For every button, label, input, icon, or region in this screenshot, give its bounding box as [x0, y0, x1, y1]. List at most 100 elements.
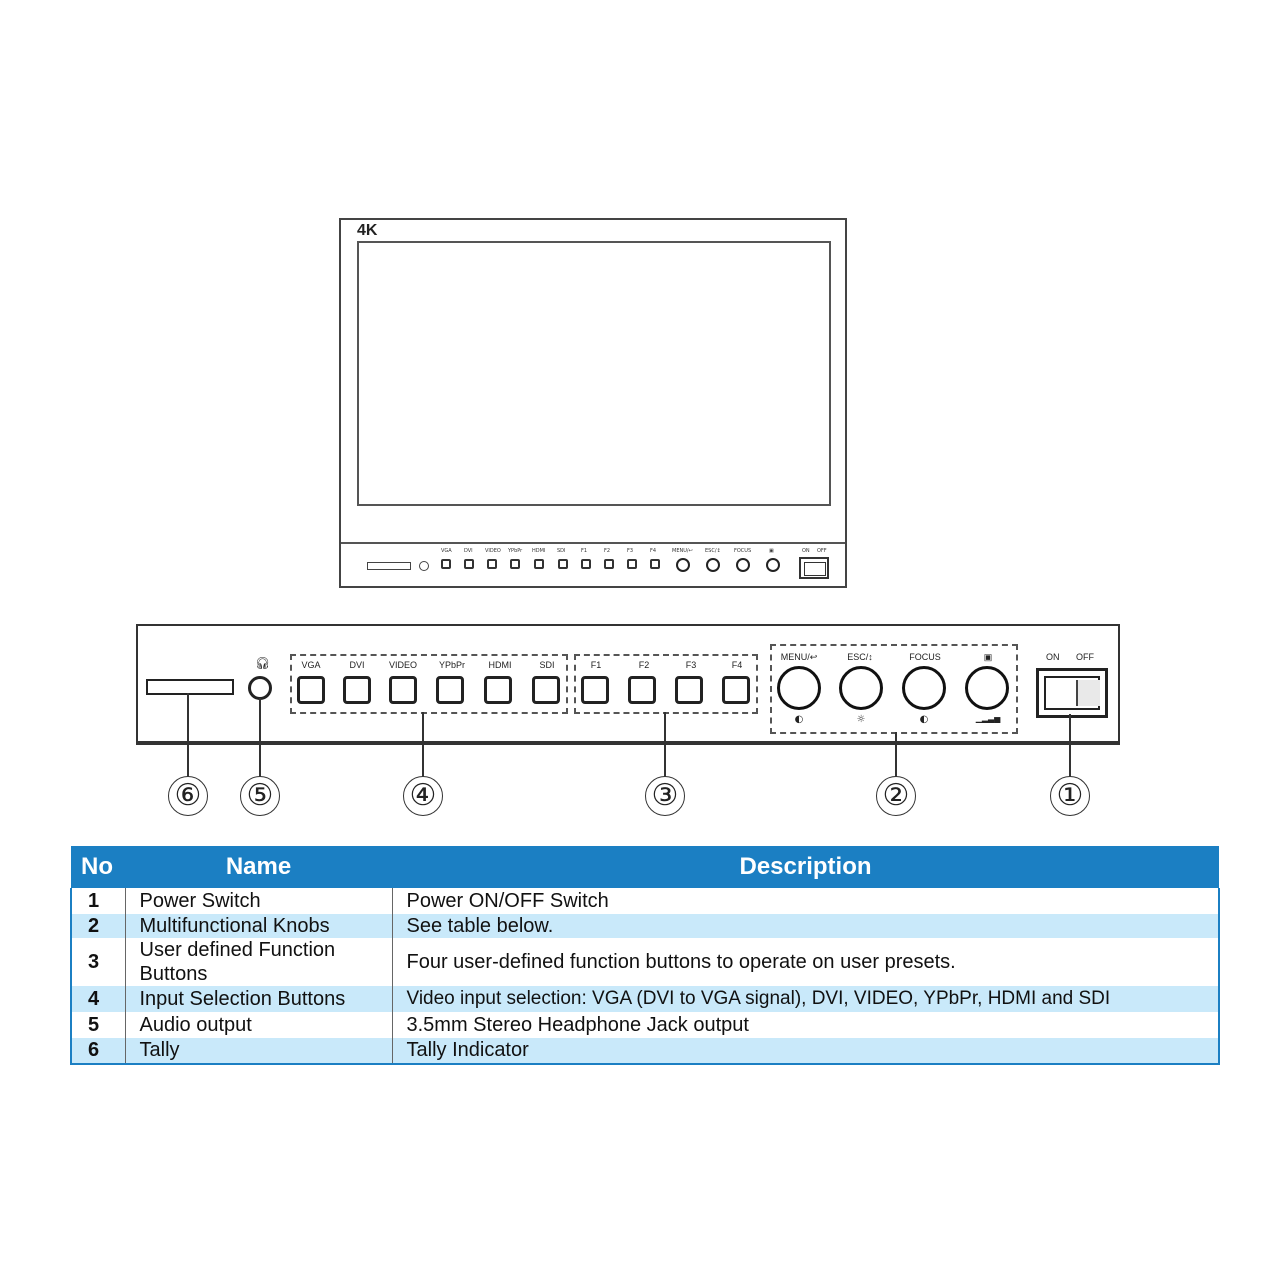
header-description: Description	[392, 846, 1219, 888]
monitor-screen	[357, 241, 831, 506]
leader-line-2	[895, 732, 897, 777]
mini-button	[534, 559, 544, 569]
switch-on-label: ON	[1046, 652, 1060, 662]
monitor-brand-label: 4K	[357, 222, 378, 239]
header-no: No	[71, 846, 125, 888]
input-button-label: VGA	[301, 660, 321, 670]
function-buttons-group	[574, 654, 758, 714]
function-button-label: F1	[590, 660, 602, 670]
knob-label: ESC/↕	[847, 652, 873, 662]
esc-knob	[839, 666, 883, 710]
mini-knob	[736, 558, 750, 572]
mini-button	[464, 559, 474, 569]
input-button-label: SDI	[539, 660, 555, 670]
row-no: 6	[71, 1038, 125, 1064]
row-description: Tally Indicator	[391, 1038, 1219, 1064]
mini-switch-off-label: OFF	[817, 548, 827, 554]
leader-line-3	[664, 712, 666, 777]
mini-button	[627, 559, 637, 569]
mini-knob-label: MENU/↩	[672, 548, 693, 554]
leader-line-4	[422, 712, 424, 777]
row-name: User defined Function Buttons	[124, 938, 392, 986]
input-button-sdi	[532, 676, 560, 704]
function-button-label: F2	[638, 660, 650, 670]
input-buttons-group	[290, 654, 568, 714]
function-button-f3	[675, 676, 703, 704]
row-description: See table below.	[391, 914, 1219, 938]
mini-power-switch	[799, 557, 829, 579]
input-button-label: VIDEO	[388, 660, 417, 670]
row-description: 3.5mm Stereo Headphone Jack output	[391, 1012, 1219, 1038]
monitor-front-view: 4K VGA DVI VIDEO YPbPr HDMI SDI F1 F2 F3…	[339, 218, 847, 588]
row-description: Video input selection: VGA (DVI to VGA s…	[391, 986, 1219, 1012]
tally-indicator	[146, 679, 234, 695]
input-button-label: YPbPr	[438, 660, 465, 670]
knob-label: ▣	[983, 652, 993, 662]
callout-4: ④	[403, 776, 443, 816]
input-button-vga	[297, 676, 325, 704]
mini-label: F2	[604, 548, 611, 554]
mini-button	[581, 559, 591, 569]
row-no: 3	[71, 938, 125, 986]
mini-button	[441, 559, 451, 569]
sun-icon: ☼	[856, 714, 866, 725]
mini-headphone-jack	[419, 561, 429, 571]
focus-knob	[902, 666, 946, 710]
control-panel-diagram: 🎧︎ VGA DVI VIDEO YPbPr HDMI SDI F1 F2 F3…	[136, 624, 1120, 745]
monitor-mini-control-strip: VGA DVI VIDEO YPbPr HDMI SDI F1 F2 F3 F4…	[341, 548, 845, 588]
row-name: Audio output	[124, 1012, 392, 1038]
menu-knob	[777, 666, 821, 710]
header-name: Name	[125, 846, 392, 888]
component-table: No Name Description 1 Power Switch Power…	[70, 846, 1220, 1065]
callout-3: ③	[645, 776, 685, 816]
table-row: 5 Audio output 3.5mm Stereo Headphone Ja…	[71, 1012, 1219, 1038]
table-row: 6 Tally Tally Indicator	[71, 1038, 1219, 1064]
mini-button	[558, 559, 568, 569]
row-name: Input Selection Buttons	[124, 986, 392, 1012]
callout-5: ⑤	[240, 776, 280, 816]
input-button-label: HDMI	[488, 660, 512, 670]
mini-button	[510, 559, 520, 569]
monitor-divider	[341, 542, 845, 544]
callout-2: ②	[876, 776, 916, 816]
mini-label: F3	[627, 548, 634, 554]
function-button-f4	[722, 676, 750, 704]
input-button-video	[389, 676, 417, 704]
mini-label: F1	[581, 548, 588, 554]
brightness-icon: ◐	[794, 714, 804, 725]
leader-line-6	[187, 693, 189, 777]
mini-knob	[766, 558, 780, 572]
row-description: Four user-defined function buttons to op…	[391, 938, 1219, 986]
mini-label: SDI	[557, 548, 566, 554]
mini-knob	[676, 558, 690, 572]
mini-knob-label: ESC/↕	[705, 548, 721, 554]
mini-label: VGA	[441, 548, 452, 554]
function-button-label: F4	[731, 660, 743, 670]
row-name: Multifunctional Knobs	[124, 914, 392, 938]
mini-label: VIDEO	[485, 548, 501, 554]
mini-knob-label: FOCUS	[734, 548, 752, 554]
row-name: Tally	[124, 1038, 392, 1064]
table-row: 2 Multifunctional Knobs See table below.	[71, 914, 1219, 938]
leader-line-1	[1069, 714, 1071, 777]
table-row: 3 User defined Function Buttons Four use…	[71, 938, 1219, 986]
row-no: 4	[71, 986, 125, 1012]
mini-label: HDMI	[532, 548, 546, 554]
row-name: Power Switch	[124, 888, 392, 914]
power-switch	[1036, 668, 1108, 718]
mini-tally-slot	[367, 562, 411, 570]
input-button-ypbpr	[436, 676, 464, 704]
volume-knob	[965, 666, 1009, 710]
headphone-jack	[248, 676, 272, 700]
row-no: 5	[71, 1012, 125, 1038]
function-button-f2	[628, 676, 656, 704]
row-no: 2	[71, 914, 125, 938]
volume-bars-icon: ▁▂▃▅	[975, 714, 1001, 723]
headphone-icon: 🎧︎	[255, 656, 271, 670]
mini-button	[650, 559, 660, 569]
mini-label: YPbPr	[508, 548, 523, 554]
callout-1: ①	[1050, 776, 1090, 816]
knob-label: MENU/↩	[780, 652, 818, 662]
mini-switch-on-label: ON	[802, 548, 810, 554]
input-button-hdmi	[484, 676, 512, 704]
